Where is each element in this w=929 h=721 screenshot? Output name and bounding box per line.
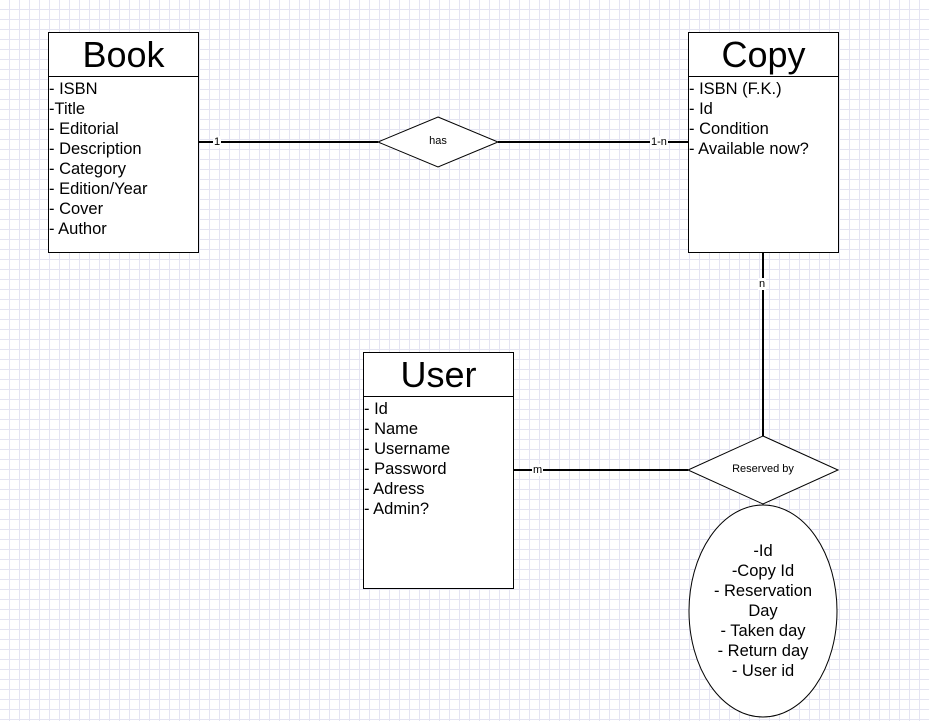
attribute-item: -Copy Id xyxy=(731,562,795,580)
attribute-item: - Id xyxy=(689,100,713,118)
reservation-attributes: -Id -Copy Id - Reservation Day - Taken d… xyxy=(690,541,836,681)
entity-copy-attributes: - ISBN (F.K.) - Id - Condition - Availab… xyxy=(689,77,838,159)
entity-user[interactable]: User - Id - Name - Username - Password -… xyxy=(363,352,514,589)
entity-user-title: User xyxy=(364,353,513,397)
relationship-reserved-label: Reserved by xyxy=(732,463,794,475)
attribute-item: - Reservation xyxy=(713,582,813,600)
attribute-item: - Taken day xyxy=(720,622,806,640)
attribute-item: - Edition/Year xyxy=(49,180,148,198)
attribute-item: - Admin? xyxy=(364,500,430,518)
attribute-item: - Author xyxy=(49,220,107,238)
attribute-item: - Cover xyxy=(49,200,104,218)
attribute-item: - Password xyxy=(364,460,447,478)
reservation-attribute-ellipse xyxy=(688,504,838,718)
attribute-item: - Editorial xyxy=(49,120,119,138)
attribute-item: - Return day xyxy=(717,642,809,660)
relationship-reserved-diamond xyxy=(686,435,840,505)
attribute-item: Day xyxy=(748,602,778,620)
entity-book-title: Book xyxy=(49,33,198,77)
attribute-item: - Category xyxy=(49,160,127,178)
cardinality-book-has: 1 xyxy=(213,136,222,148)
cardinality-copy-has: 1-n xyxy=(650,136,668,148)
entity-book[interactable]: Book - ISBN -Title - Editorial - Descrip… xyxy=(48,32,199,253)
attribute-item: -Id xyxy=(753,542,773,560)
attribute-item: - Adress xyxy=(364,480,425,498)
entity-book-attributes: - ISBN -Title - Editorial - Description … xyxy=(49,77,198,239)
relationship-has-diamond xyxy=(376,116,500,168)
attribute-item: - ISBN xyxy=(49,80,98,98)
attribute-item: - ISBN (F.K.) xyxy=(689,80,782,98)
entity-user-attributes: - Id - Name - Username - Password - Adre… xyxy=(364,397,513,519)
attribute-item: - Available now? xyxy=(689,140,809,158)
attribute-item: - Condition xyxy=(689,120,769,138)
attribute-item: -Title xyxy=(49,100,86,118)
attribute-item: - User id xyxy=(731,662,795,680)
entity-copy-title: Copy xyxy=(689,33,838,77)
entity-copy[interactable]: Copy - ISBN (F.K.) - Id - Condition - Av… xyxy=(688,32,839,253)
attribute-item: - Name xyxy=(364,420,419,438)
attribute-item: - Description xyxy=(49,140,142,158)
relationship-has-label: has xyxy=(429,135,447,147)
attribute-item: - Id xyxy=(364,400,388,418)
attribute-item: - Username xyxy=(364,440,451,458)
cardinality-copy-reserved: n xyxy=(758,278,767,290)
cardinality-user-reserved: m xyxy=(532,464,544,476)
